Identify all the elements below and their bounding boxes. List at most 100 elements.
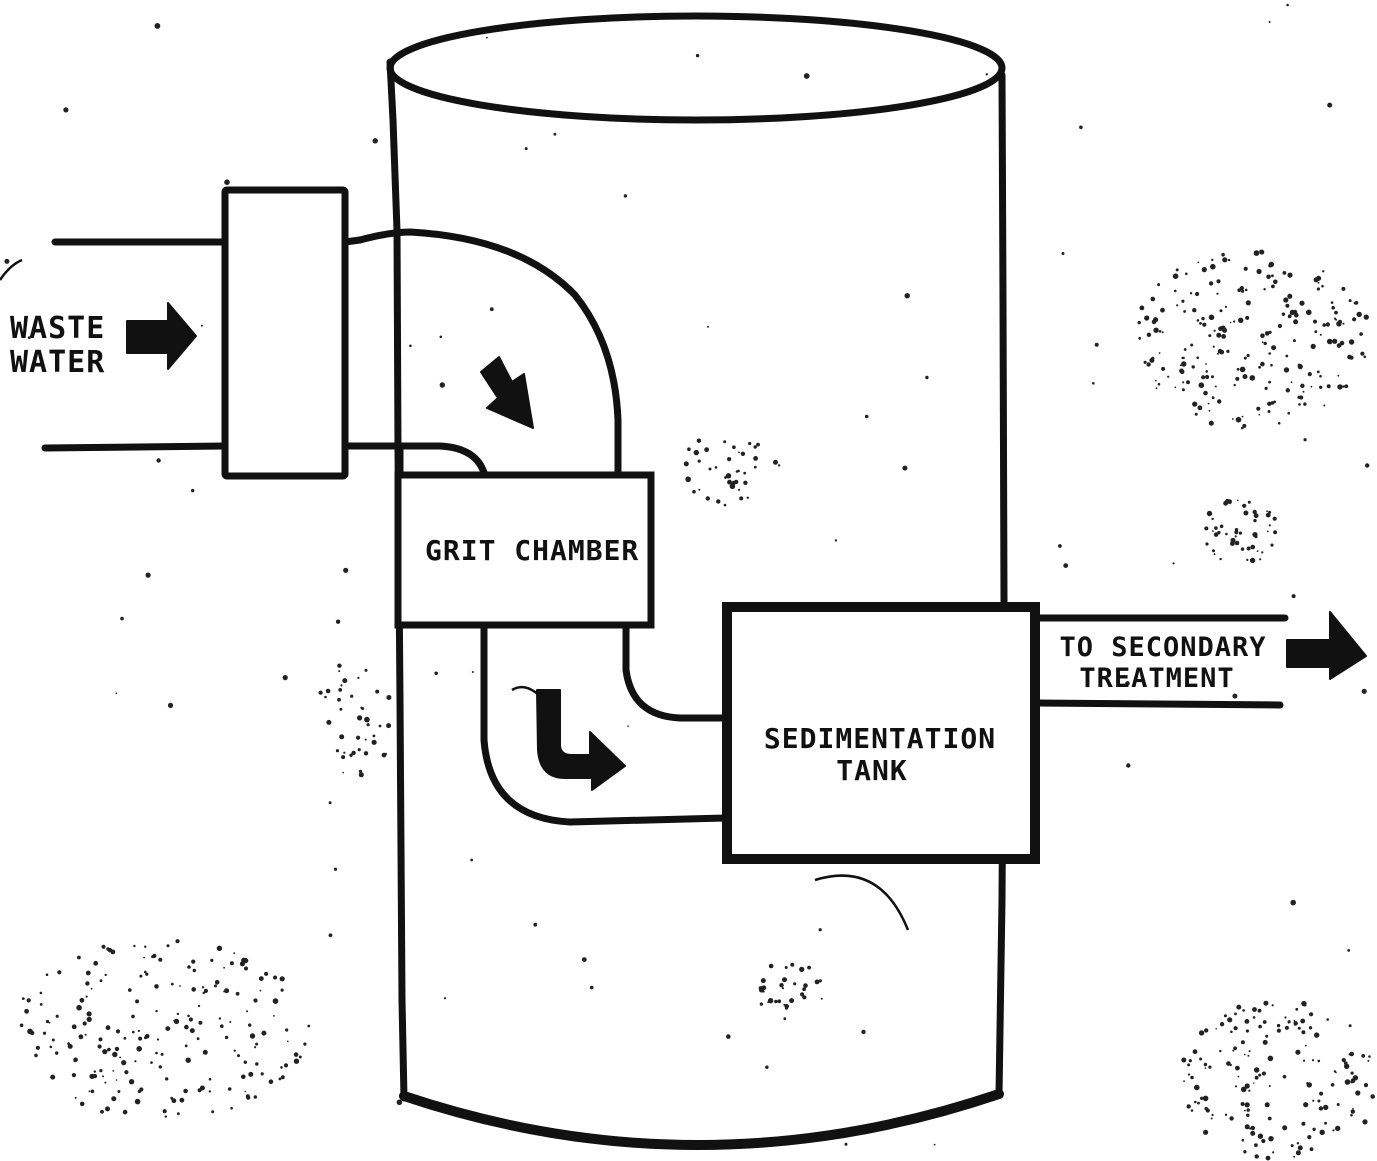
scan-speck: [366, 723, 370, 727]
scan-speck: [1186, 1104, 1191, 1109]
scan-speck: [1352, 1107, 1354, 1110]
scan-speck: [1244, 1019, 1250, 1024]
scan-speck: [1244, 1102, 1250, 1108]
scan-speck: [789, 998, 795, 1004]
scan-speck: [71, 1024, 77, 1030]
scan-speck: [1185, 272, 1188, 276]
scan-speck: [1194, 1100, 1197, 1104]
scan-stroke-1: [814, 874, 910, 931]
scan-speck: [1342, 322, 1345, 325]
scan-speck: [1194, 1084, 1200, 1091]
scan-speck: [326, 719, 332, 725]
scan-speck: [1229, 1116, 1234, 1121]
scan-speck: [1265, 512, 1271, 518]
scan-speck: [175, 939, 180, 944]
scan-speck: [1247, 500, 1251, 504]
scan-speck: [1348, 339, 1355, 345]
scan-speck: [187, 965, 191, 969]
scan-speck: [1348, 1053, 1351, 1056]
scan-speck: [1355, 1090, 1361, 1096]
waste-water-label-line2: WATER: [10, 345, 105, 380]
scan-speck: [1238, 531, 1242, 535]
scan-speck: [198, 1020, 203, 1025]
scan-speck: [233, 952, 236, 955]
scan-speck: [1199, 322, 1202, 325]
scan-speck: [760, 978, 766, 984]
scan-speck: [740, 451, 746, 456]
scan-speck: [264, 971, 269, 976]
scan-speck: [1349, 1051, 1354, 1057]
scan-speck: [1312, 1099, 1315, 1102]
scan-speck: [802, 987, 806, 992]
scan-speck: [1246, 558, 1249, 562]
scan-speck: [1272, 346, 1275, 350]
scan-speck: [1240, 1086, 1247, 1093]
scan-stroke-3: [0, 258, 23, 281]
scan-speck: [1197, 405, 1203, 411]
scan-speck: [725, 473, 732, 479]
scan-speck: [1297, 1145, 1303, 1151]
scan-speck: [1287, 272, 1293, 278]
scan-speck: [1153, 327, 1159, 333]
scan-speck: [293, 1052, 299, 1057]
scan-speck: [143, 956, 146, 959]
scan-speck: [372, 138, 378, 144]
scan-speck: [343, 567, 349, 573]
scan-speck: [200, 324, 203, 327]
scan-speck: [716, 499, 721, 504]
scan-speck: [339, 734, 345, 740]
scan-speck: [85, 995, 88, 998]
scan-speck: [1202, 322, 1207, 327]
scan-speck: [74, 1096, 77, 1099]
scan-speck: [1243, 356, 1247, 360]
scan-speck: [1197, 261, 1200, 264]
scan-speck: [803, 983, 808, 988]
scan-speck: [210, 958, 214, 963]
scan-speck: [623, 194, 628, 198]
scan-speck: [1176, 304, 1179, 307]
scan-speck: [1291, 594, 1296, 599]
scan-speck: [73, 1059, 77, 1063]
scan-speck: [1334, 310, 1338, 315]
inlet-elbow-inner: [341, 442, 489, 480]
scan-speck: [1268, 380, 1271, 384]
scan-speck: [268, 1079, 274, 1084]
grit-chamber-box: [394, 471, 655, 629]
scan-speck: [1319, 1091, 1324, 1096]
scan-speck: [1146, 362, 1151, 367]
scan-speck: [1144, 315, 1150, 321]
scan-speck: [349, 753, 353, 757]
scan-speck: [834, 539, 838, 542]
scan-speck: [753, 445, 757, 449]
scan-speck: [738, 451, 740, 454]
scan-speck: [1271, 274, 1274, 278]
scan-speck: [1261, 1071, 1266, 1076]
scan-speck: [243, 1060, 247, 1064]
scan-speck: [1296, 1142, 1300, 1145]
scan-speck: [364, 716, 370, 723]
scan-speck: [123, 1036, 127, 1040]
scan-speck: [1273, 279, 1278, 285]
scan-speck: [293, 1058, 300, 1064]
scan-speck: [1337, 384, 1343, 390]
scan-speck: [1323, 404, 1326, 407]
scan-speck: [1285, 388, 1291, 393]
connector-pipe: [480, 621, 729, 826]
scan-speck: [93, 1070, 97, 1073]
scan-speck: [396, 1099, 403, 1106]
scan-speck: [1242, 374, 1248, 380]
scan-speck: [48, 1021, 51, 1024]
scan-speck: [183, 1088, 188, 1094]
scan-speck: [1205, 374, 1210, 380]
scan-speck: [42, 1031, 47, 1035]
scan-speck: [818, 928, 822, 932]
scan-speck: [1219, 557, 1222, 561]
scan-speck: [1261, 551, 1264, 554]
scan-speck: [340, 684, 343, 687]
scan-speck: [335, 619, 341, 624]
scan-speck: [1356, 311, 1362, 318]
scan-speck: [357, 748, 361, 752]
scan-speck: [386, 695, 392, 700]
scan-speck: [167, 702, 174, 709]
